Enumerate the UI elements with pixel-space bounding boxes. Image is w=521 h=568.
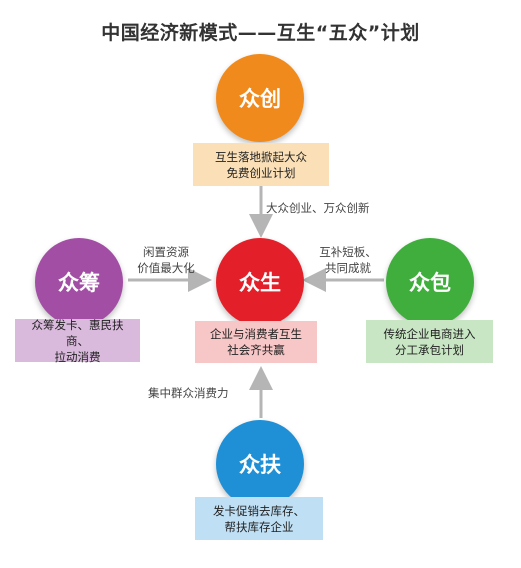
arrow-label-top: 大众创业、万众创新: [266, 201, 370, 215]
node-top-circle: 众创: [216, 54, 304, 142]
node-right-circle: 众包: [386, 238, 474, 326]
arrow-label-bottom: 集中群众消费力: [148, 386, 229, 400]
arrow-label-right: 互补短板、 共同成就: [319, 245, 377, 275]
node-bottom-desc: 发卡促销去库存、 帮扶库存企业: [195, 497, 323, 540]
node-center-name: 众生: [239, 271, 281, 295]
node-left-circle: 众筹: [35, 238, 123, 326]
node-bottom-name: 众扶: [239, 453, 281, 477]
arrow-label-left: 闲置资源 价值最大化: [137, 245, 195, 275]
node-left-name: 众筹: [58, 271, 100, 295]
node-bottom-circle: 众扶: [216, 420, 304, 508]
node-center-desc: 企业与消费者互生 社会齐共赢: [195, 321, 317, 363]
node-top-desc: 互生落地掀起大众 免费创业计划: [193, 143, 329, 186]
node-right-desc: 传统企业电商进入 分工承包计划: [366, 320, 493, 363]
node-left-desc: 众筹发卡、惠民扶商、 拉动消费: [15, 318, 140, 364]
node-top-name: 众创: [239, 87, 281, 111]
page-title: 中国经济新模式——互生“五众”计划: [101, 22, 420, 44]
node-center-circle: 众生: [216, 238, 304, 326]
node-right-name: 众包: [409, 271, 451, 295]
